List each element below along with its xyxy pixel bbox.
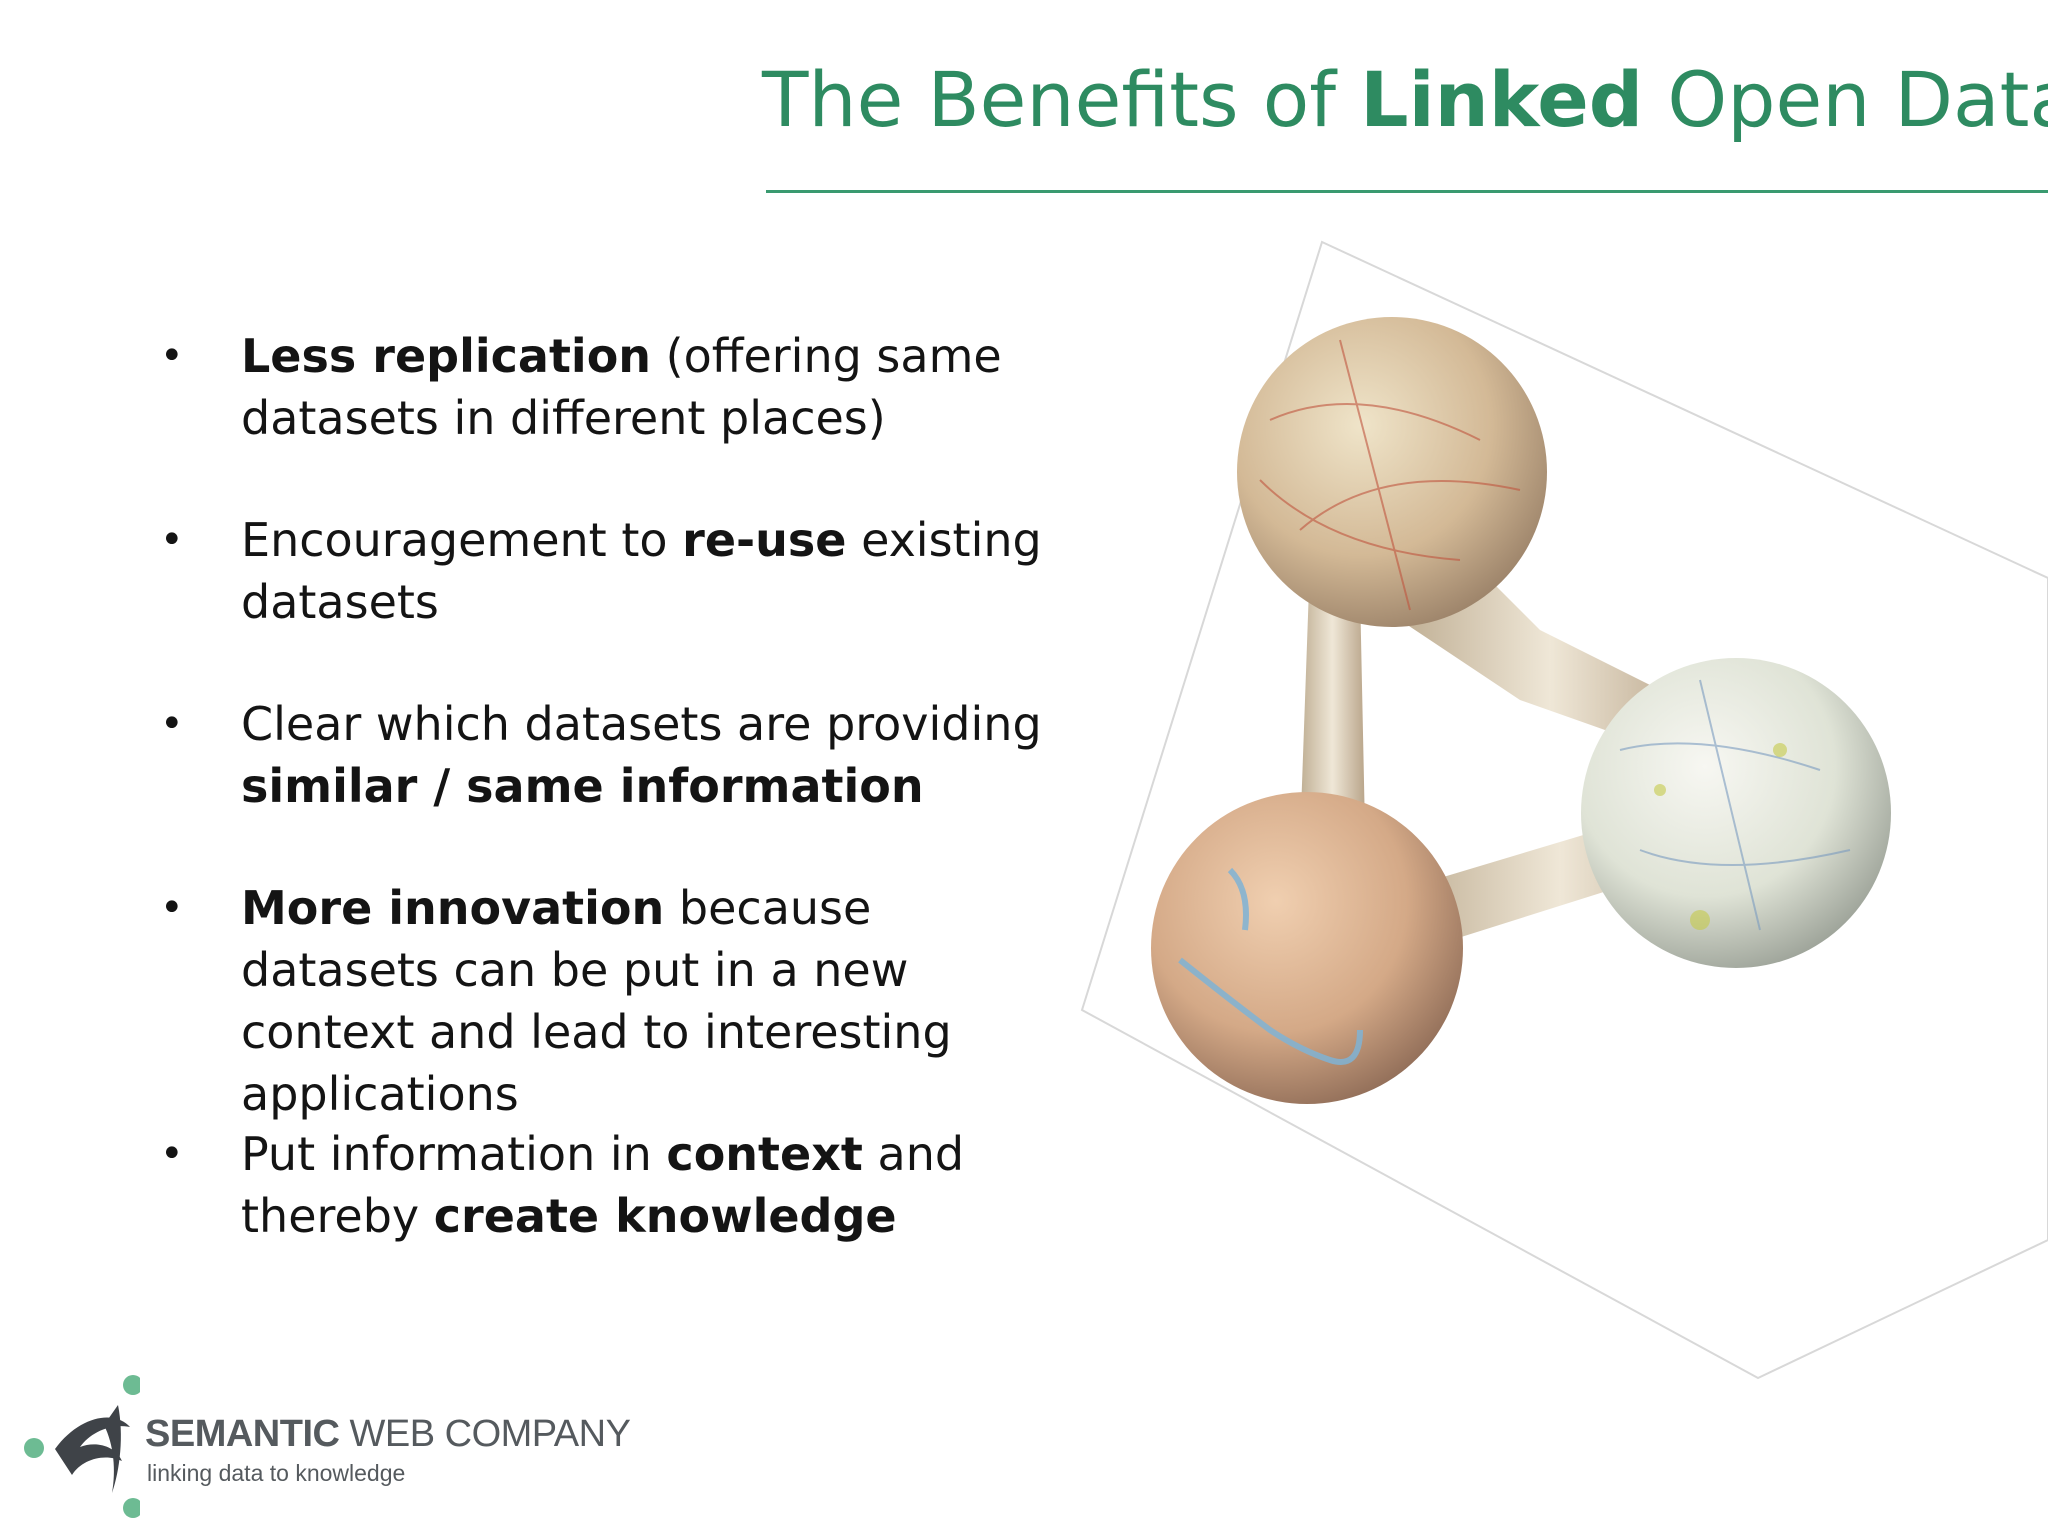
bullet-emphasis-end: create knowledge xyxy=(433,1189,897,1243)
molecule-map-spheres-icon xyxy=(1000,230,2048,1400)
bullet-text: Clear which datasets are providing simil… xyxy=(241,693,1061,817)
bullet-text: Put information in context and thereby c… xyxy=(241,1123,1061,1247)
bullet-body: (offering same datasets in different pla… xyxy=(241,329,1002,445)
title-text-end: Open Data xyxy=(1643,55,2048,144)
bullet-body: Encouragement to xyxy=(241,513,683,567)
bullet-body-end: existing datasets xyxy=(241,513,1042,629)
company-logo: SEMANTIC WEB COMPANY linking data to kno… xyxy=(20,1375,631,1525)
bullet-text: Encouragement to re-use existing dataset… xyxy=(241,509,1061,633)
bullet-text: Less replication (offering same datasets… xyxy=(241,325,1061,449)
swc-logo-mark-icon xyxy=(24,1375,140,1518)
bullet-marker: • xyxy=(160,701,184,747)
bullet-marker: • xyxy=(160,517,184,563)
bullet-body: because datasets can be put in a new con… xyxy=(241,881,952,1121)
bullet-text: More innovation because datasets can be … xyxy=(241,877,1061,1125)
logo-tagline: linking data to knowledge xyxy=(147,1460,406,1486)
bullet-marker: • xyxy=(160,333,184,379)
title-divider xyxy=(766,190,2048,193)
bullet-emphasis: Less replication xyxy=(241,329,652,383)
title-text-bold: Linked xyxy=(1360,55,1644,144)
title-text-regular: The Benefits of xyxy=(762,55,1361,144)
slide-title: The Benefits of Linked Open Data xyxy=(762,58,2048,142)
logo-company-name: SEMANTIC WEB COMPANY xyxy=(145,1413,631,1456)
bullet-body: Clear which datasets are providing xyxy=(241,697,1042,751)
bullet-emphasis: More innovation xyxy=(241,881,665,935)
bullet-emphasis: similar / same information xyxy=(241,759,924,813)
bullet-marker: • xyxy=(160,885,184,931)
logo-name-rest: WEB COMPANY xyxy=(339,1413,631,1455)
logo-name-bold: SEMANTIC xyxy=(145,1413,340,1455)
bullet-body: Put information in xyxy=(241,1127,667,1181)
bullet-marker: • xyxy=(160,1131,184,1177)
bullet-emphasis: re-use xyxy=(682,513,847,567)
bullet-body-mid: and thereby xyxy=(241,1127,965,1243)
bullet-emphasis: context xyxy=(666,1127,863,1181)
